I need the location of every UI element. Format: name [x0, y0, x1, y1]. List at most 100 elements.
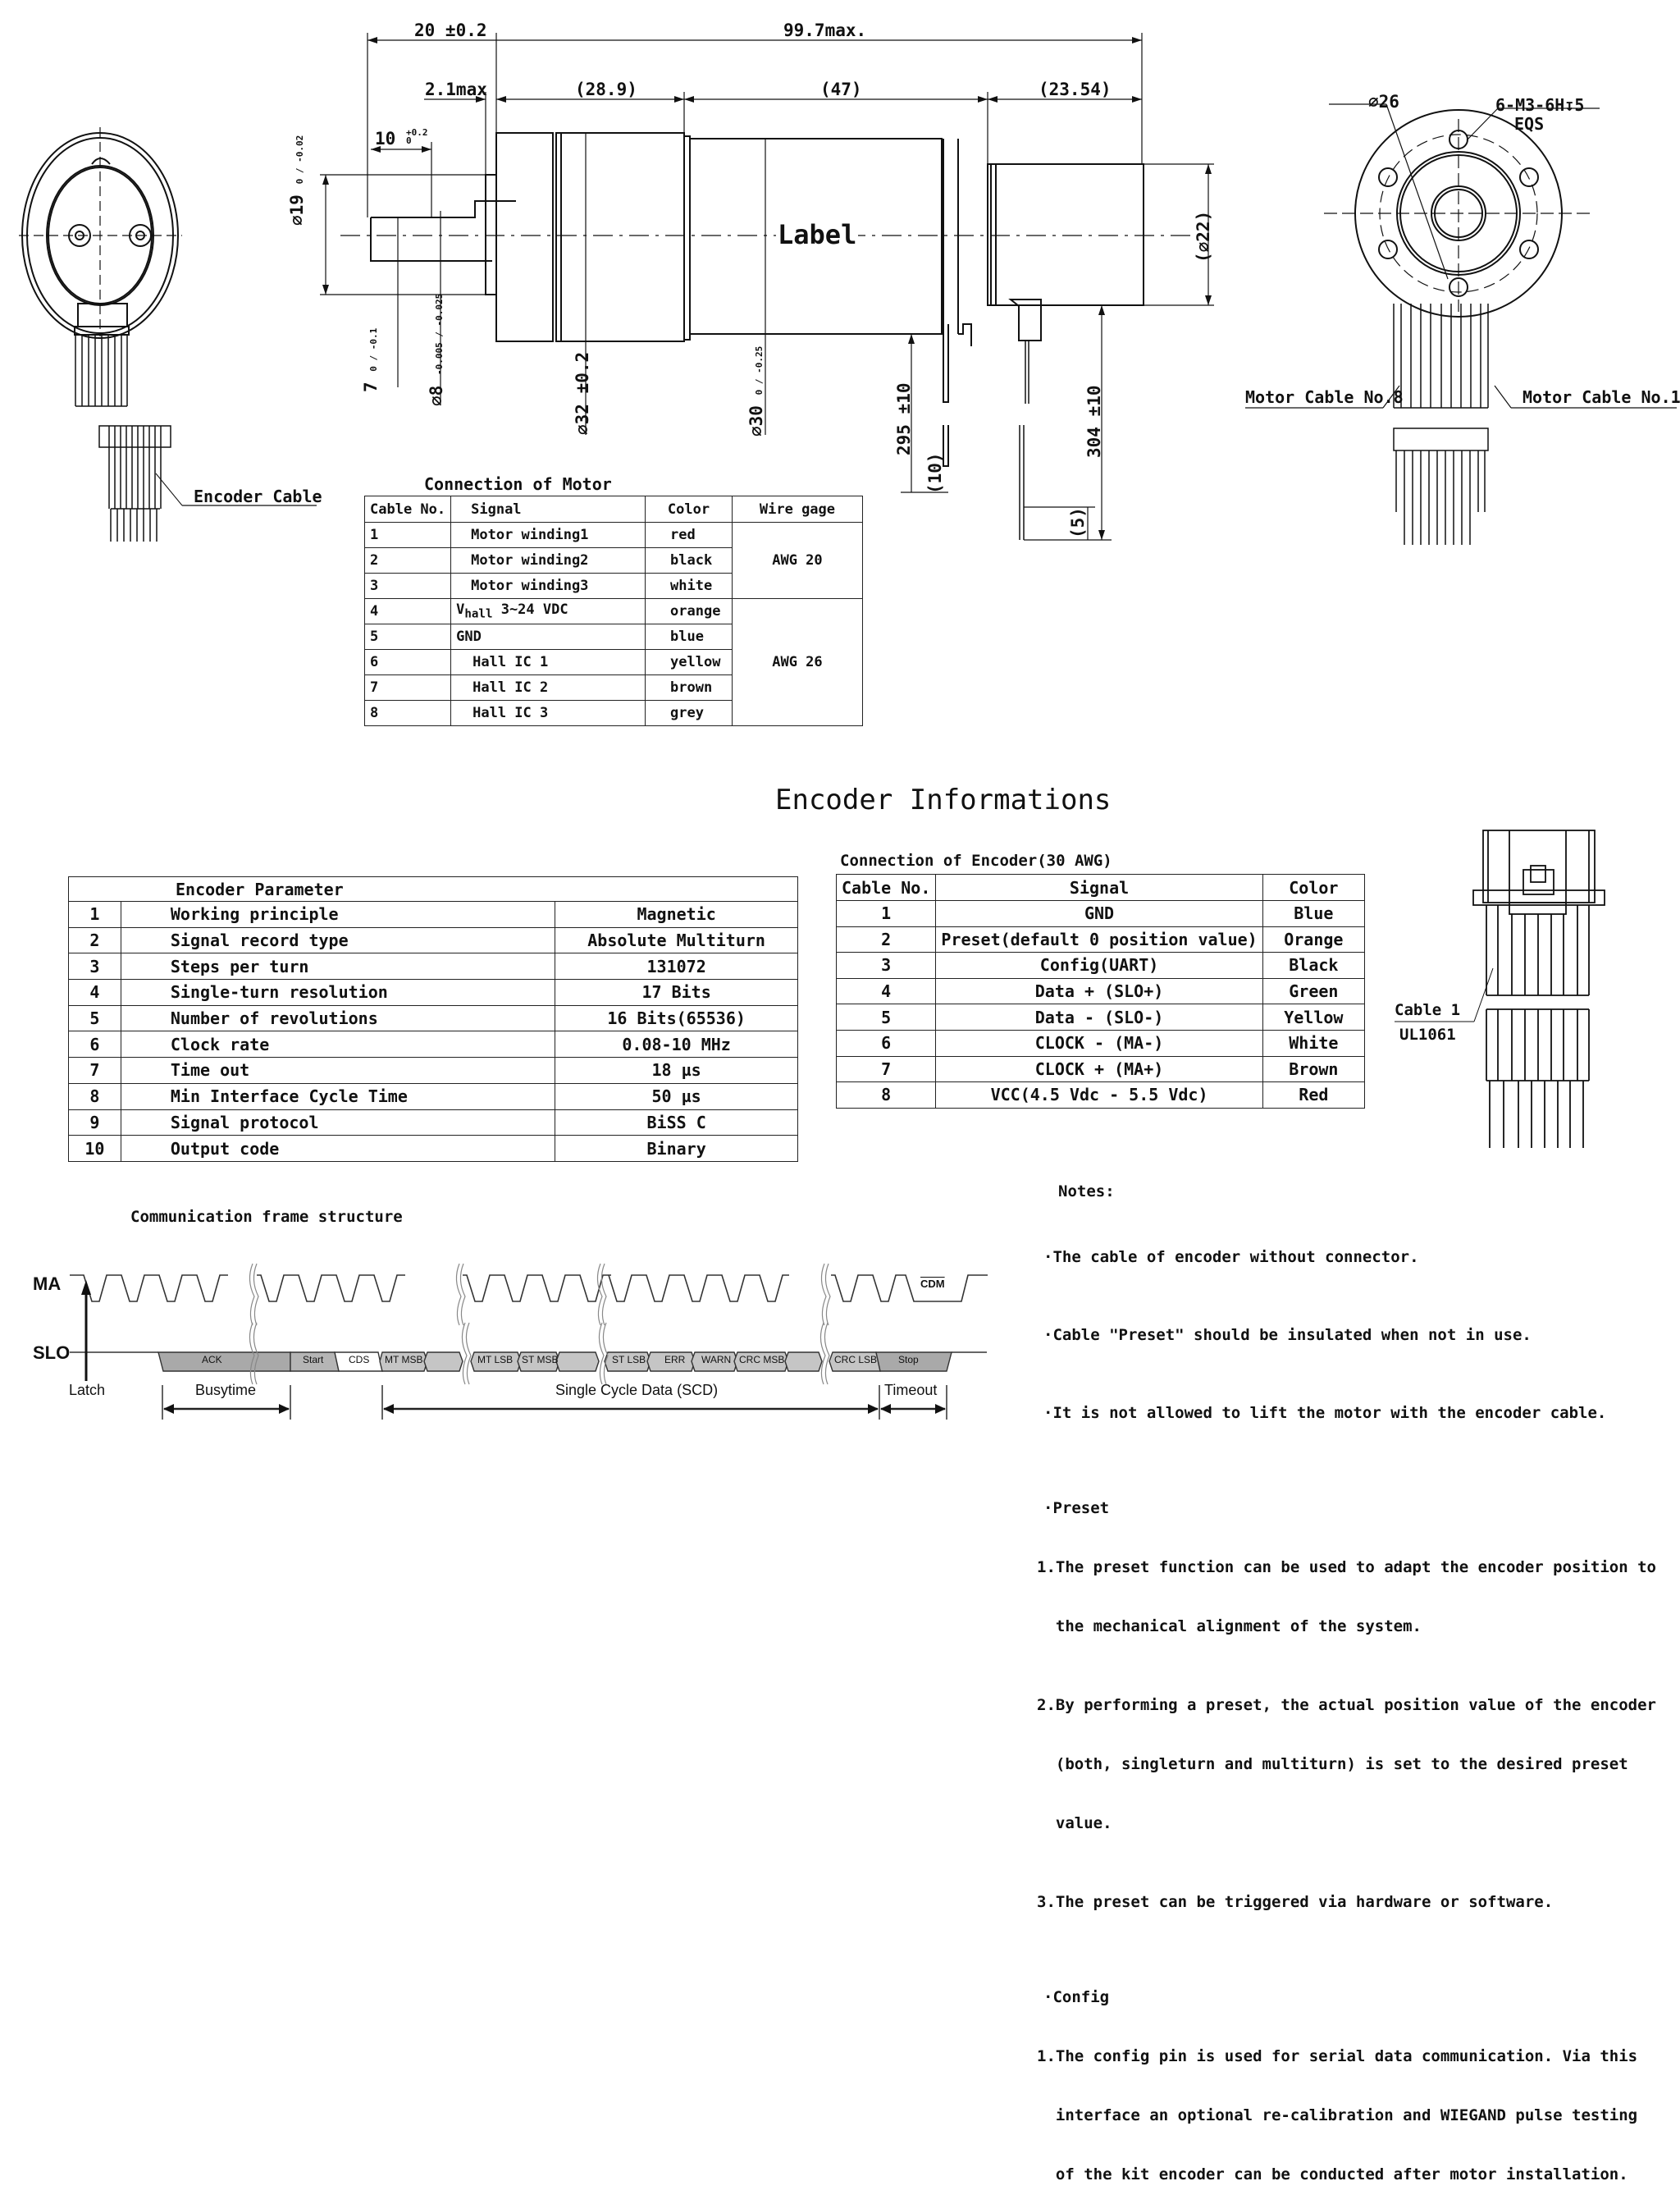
- dim-flange-gap: 2.1max: [425, 80, 487, 99]
- dim-motor-length: (47): [820, 80, 862, 99]
- dim-shaft-offset: 20 ±0.2: [414, 21, 487, 40]
- config-item: of the kit encoder can be conducted afte…: [1037, 2165, 1628, 2183]
- wire-gage-group: AWG 26: [731, 598, 864, 726]
- motor-cable-8-label: Motor Cable No.8: [1245, 387, 1404, 407]
- dim-mount-holes-eqs: EQS: [1514, 114, 1545, 134]
- preset-item: value.: [1037, 1814, 1112, 1832]
- timeout-label: Timeout: [884, 1382, 938, 1398]
- dim-boss-dia: ⌀19 0 / -0.02: [287, 135, 307, 226]
- encoder-section-title: Encoder Informations: [775, 784, 1112, 816]
- ma-clock-wave: [70, 1274, 988, 1302]
- dim-bolt-circle: ⌀26: [1368, 92, 1399, 112]
- cable-type-label: UL1061: [1399, 1026, 1456, 1044]
- wire-color: orange: [645, 598, 733, 624]
- cable-no: 1: [363, 522, 452, 548]
- preset-item: 1.The preset function can be used to ada…: [1037, 1558, 1656, 1576]
- preset-item: 3.The preset can be triggered via hardwa…: [1037, 1893, 1554, 1911]
- notes-title: Notes:: [1058, 1182, 1115, 1200]
- cable-no: 4: [363, 598, 452, 624]
- note-item: ·It is not allowed to lift the motor wit…: [1043, 1404, 1607, 1422]
- side-view: [320, 33, 1214, 541]
- encoder-cable-label: Encoder Cable: [194, 487, 322, 506]
- rear-end-view: [19, 127, 182, 407]
- dim-motor-dia: ⌀30 0 / -0.25: [746, 345, 766, 437]
- cdm-label: CDM: [920, 1278, 945, 1290]
- dim-mount-holes: 6-M3-6H↧5: [1495, 95, 1585, 115]
- motor-cable-1-label: Motor Cable No.1: [1522, 387, 1680, 407]
- timing-spans: [162, 1385, 947, 1420]
- segment-mt-msb: MT MSB: [385, 1354, 423, 1365]
- note-item: ·The cable of encoder without connector.: [1043, 1248, 1419, 1266]
- dim-flat: 7 0 / -0.1: [361, 327, 381, 392]
- busytime-label: Busytime: [195, 1382, 257, 1398]
- encoder-cable-end: [98, 425, 317, 542]
- segment-crc-lsb: CRC LSB: [834, 1354, 878, 1365]
- config-item: 1.The config pin is used for serial data…: [1037, 2047, 1638, 2065]
- preset-item: 2.By performing a preset, the actual pos…: [1037, 1696, 1656, 1714]
- cable-no: 3: [363, 573, 452, 599]
- dim-motor-cable-length: 295 ±10: [894, 382, 914, 455]
- table-row: 8 Hall IC 3 grey: [363, 700, 863, 726]
- cable-no: 6: [363, 649, 452, 675]
- key-length-value: 10: [375, 129, 396, 149]
- wire-color: brown: [645, 674, 733, 701]
- segment-stop: Stop: [898, 1354, 919, 1365]
- segment-warn: WARN: [701, 1354, 732, 1365]
- cable-no: 8: [363, 700, 452, 726]
- segment-start: Start: [303, 1354, 324, 1365]
- header-cable-no: Cable No.: [835, 874, 937, 901]
- notes-block: Notes: ·The cable of encoder without con…: [1037, 1142, 1675, 2204]
- wire-color: blue: [645, 624, 733, 650]
- encoder-connector: [1395, 830, 1605, 1148]
- scd-label: Single Cycle Data (SCD): [555, 1382, 719, 1398]
- segment-cds: CDS: [349, 1354, 370, 1365]
- preset-heading: ·Preset: [1043, 1499, 1110, 1517]
- table-row: 3 Motor winding3 white: [363, 573, 863, 599]
- front-flange-view: [1245, 103, 1677, 545]
- wire-color: red: [645, 522, 733, 548]
- header-cable-no: Cable No.: [363, 496, 452, 523]
- dim-encoder-length: (23.54): [1039, 80, 1112, 99]
- dim-overall-length: 99.7max.: [783, 21, 867, 40]
- latch-label: Latch: [69, 1382, 106, 1398]
- header-signal: Signal: [450, 496, 646, 523]
- slo-label: SLO: [33, 1342, 71, 1363]
- table-row: 1 Motor winding1 red AWG 20: [363, 522, 864, 599]
- dim-gearbox-length: (28.9): [575, 80, 637, 99]
- signal: Motor winding2: [450, 547, 646, 574]
- cable-no: 7: [363, 674, 452, 701]
- table-row: 5 GND blue: [363, 624, 863, 650]
- signal: Motor winding1: [450, 522, 646, 548]
- timing-diagram: [70, 1274, 988, 1381]
- signal: Hall IC 2: [450, 674, 646, 701]
- signal: GND: [450, 624, 646, 650]
- config-heading: ·Config: [1043, 1988, 1110, 2006]
- wire-color: black: [645, 547, 733, 574]
- segment-mt-lsb: MT LSB: [477, 1354, 514, 1365]
- break-marks: [249, 1263, 831, 1385]
- dim-encoder-cable-strip: (5): [1068, 507, 1088, 538]
- body-label: Label: [776, 219, 859, 250]
- dim-motor-cable-strip: (10): [925, 452, 945, 494]
- signal: Vhall 3~24 VDC: [450, 598, 646, 624]
- header-wire-gage: Wire gage: [731, 496, 864, 523]
